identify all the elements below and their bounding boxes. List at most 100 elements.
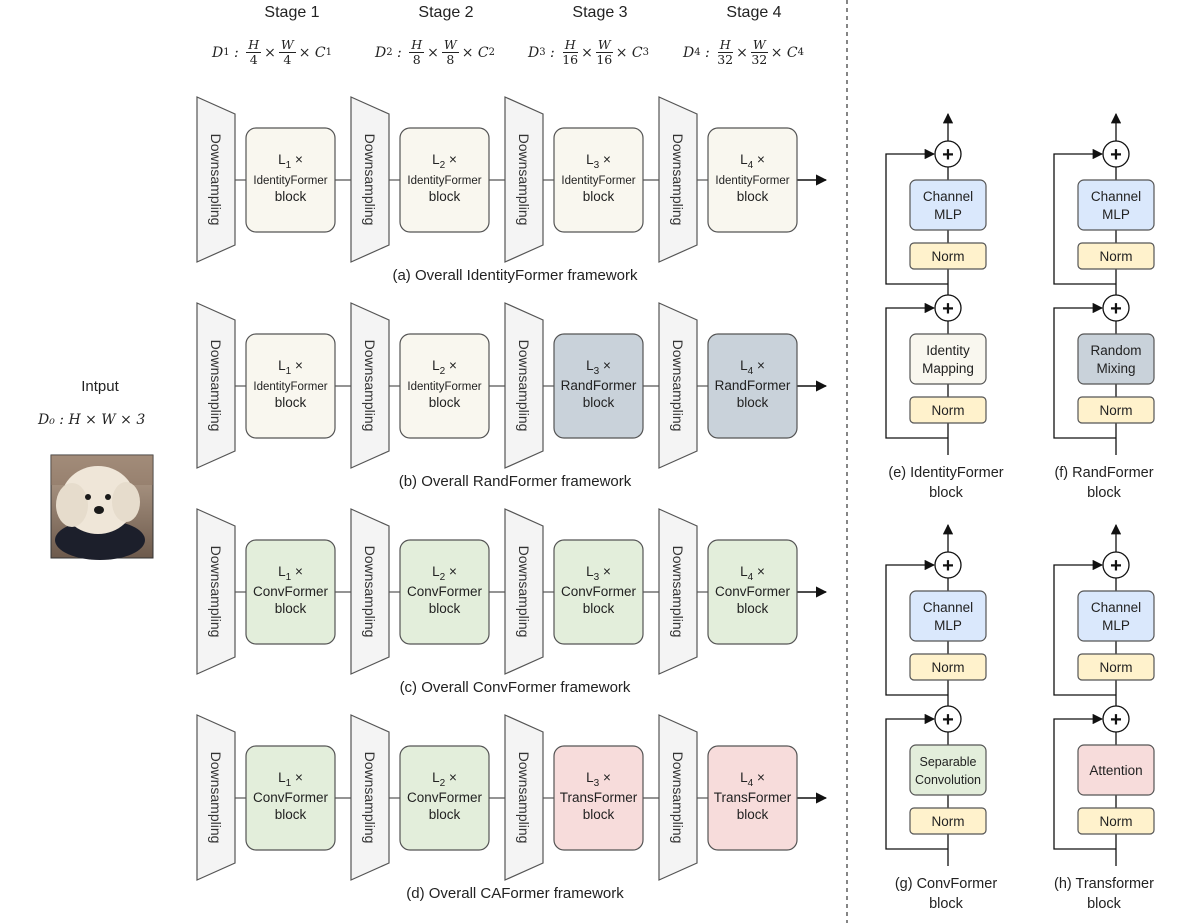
channel-mlp-label: Channel [1091,600,1141,615]
stage-block-name: RandFormer [715,378,791,393]
norm-label: Norm [1100,249,1133,264]
stage-block-word: block [275,395,307,410]
stage-block-repeat: L1 × [278,358,303,377]
channel-mlp-label: MLP [1102,207,1130,222]
downsampling-label: Downsampling [362,134,378,226]
stage-block-name: ConvFormer [715,584,791,599]
norm-box [1077,396,1155,424]
channel-mlp-label: MLP [934,618,962,633]
add-circle [934,551,962,579]
channel-mlp-label: Channel [923,189,973,204]
token-mixer-box [1077,744,1155,796]
stage-block-name: IdentityFormer [715,175,789,187]
stage-block-word: block [429,601,461,616]
stage-block-word: block [583,807,615,822]
token-mixer-box [1077,333,1155,385]
add-circle [934,705,962,733]
stage-block-name: IdentityFormer [561,175,635,187]
stage-block-name: ConvFormer [561,584,637,599]
channel-mlp-label: Channel [1091,189,1141,204]
channel-mlp-box [909,590,987,642]
stage-block-word: block [275,189,307,204]
downsampling-label: Downsampling [208,340,224,432]
downsampling-layer [350,96,390,263]
stage-block [399,539,490,645]
input-dim: D₀ : H × W × 3 [38,412,146,428]
token-mixer-label: Random [1090,343,1141,358]
stage-block [707,333,798,439]
stage-3-label: Stage 3 [572,4,628,21]
channel-mlp-label: MLP [934,207,962,222]
stage-block [553,745,644,851]
downsampling-layer [658,96,698,263]
stage-block [707,539,798,645]
residual-connection [1053,148,1116,285]
stage-block [553,333,644,439]
downsampling-label: Downsampling [516,752,532,844]
framework-row-2: Downsampling L1 × IdentityFormer block Downs… [196,302,828,469]
downsampling-layer [658,508,698,675]
plus-sign: + [942,298,954,320]
stage-block-name: IdentityFormer [253,175,327,187]
stage-block-repeat: L2 × [432,770,457,789]
token-mixer-label: Mixing [1096,361,1135,376]
downsampling-label: Downsampling [362,752,378,844]
token-mixer-label: Mapping [922,361,974,376]
downsampling-layer [196,508,236,675]
plus-sign: + [942,709,954,731]
downsampling-layer [658,302,698,469]
stage-block-repeat: L1 × [278,770,303,789]
stage-block [399,127,490,233]
stage-block-name: IdentityFormer [253,381,327,393]
downsampling-layer [504,714,544,881]
stage-block-word: block [583,395,615,410]
downsampling-label: Downsampling [670,546,686,638]
downsampling-label: Downsampling [208,546,224,638]
token-mixer-box [909,333,987,385]
stage-2-label: Stage 2 [418,4,474,21]
add-circle [1102,551,1130,579]
framework-c-caption: (c) Overall ConvFormer framework [399,679,631,696]
plus-sign: + [942,144,954,166]
downsampling-label: Downsampling [208,134,224,226]
stage-block-repeat: L2 × [432,564,457,583]
downsampling-label: Downsampling [516,340,532,432]
stage-block-word: block [429,189,461,204]
residual-connection [1053,713,1116,850]
stage-block [245,127,336,233]
norm-box [909,396,987,424]
stage-block-repeat: L4 × [740,358,765,377]
stage-block-repeat: L3 × [586,564,611,583]
stage-block [553,127,644,233]
token-mixer-label: Separable [920,755,977,769]
residual-connection [885,713,948,850]
add-circle [1102,294,1130,322]
plus-sign: + [1110,144,1122,166]
token-mixer-box [909,744,987,796]
framework-a-caption: (a) Overall IdentityFormer framework [392,267,638,284]
stage-block-word: block [737,189,769,204]
downsampling-layer [504,302,544,469]
stage-block-name: IdentityFormer [407,381,481,393]
stage-block-word: block [737,807,769,822]
stage-block-word: block [737,395,769,410]
input-title: Intput [81,378,119,395]
downsampling-layer [196,302,236,469]
residual-connection [885,148,948,285]
norm-label: Norm [1100,814,1133,829]
add-circle [934,140,962,168]
stage-block-word: block [583,189,615,204]
plus-sign: + [1110,555,1122,577]
stage-block-word: block [429,395,461,410]
stage-block [399,333,490,439]
stage-block-name: TransFormer [714,790,792,805]
norm-label: Norm [932,814,965,829]
